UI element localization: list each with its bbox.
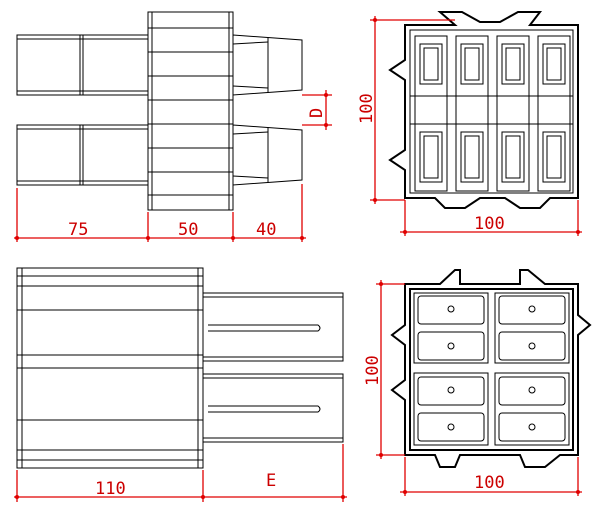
top-view-dimensions: 75 50 40 D bbox=[14, 90, 332, 242]
dim-label-110: 110 bbox=[95, 479, 126, 499]
dim-label-d: D bbox=[307, 108, 327, 118]
upper-left-bar bbox=[16, 34, 149, 96]
side-view: 110 E bbox=[14, 267, 347, 502]
lower-left-bar bbox=[16, 124, 149, 186]
dim-label-40: 40 bbox=[256, 220, 276, 240]
end-view-lower-dimensions: 100 100 bbox=[363, 280, 582, 496]
end-view-lower: 100 100 bbox=[363, 269, 592, 496]
lower-right-bar bbox=[232, 124, 303, 186]
upper-right-bar bbox=[232, 34, 303, 96]
upper-extension bbox=[202, 292, 344, 362]
dim-label-100-width: 100 bbox=[474, 214, 505, 234]
side-body bbox=[16, 267, 204, 469]
dim-label-100-height: 100 bbox=[357, 93, 377, 124]
dim-label-75: 75 bbox=[68, 220, 88, 240]
center-body bbox=[147, 11, 234, 211]
top-view: 75 50 40 D bbox=[14, 11, 332, 242]
lower-extension bbox=[202, 373, 344, 443]
end-view-upper-dimensions: 100 100 bbox=[357, 16, 582, 236]
cavity-grid bbox=[413, 292, 570, 446]
end-view-lower-outline bbox=[390, 269, 592, 468]
dim-label-50: 50 bbox=[178, 220, 198, 240]
side-view-dimensions: 110 E bbox=[14, 444, 347, 502]
dim-label-100-height-lower: 100 bbox=[363, 355, 383, 386]
dim-label-e: E bbox=[266, 471, 276, 491]
dim-label-100-width-lower: 100 bbox=[474, 473, 505, 493]
end-view-upper-outline bbox=[388, 11, 579, 209]
end-view-upper: 100 100 bbox=[357, 11, 582, 236]
column-cells bbox=[410, 35, 573, 192]
